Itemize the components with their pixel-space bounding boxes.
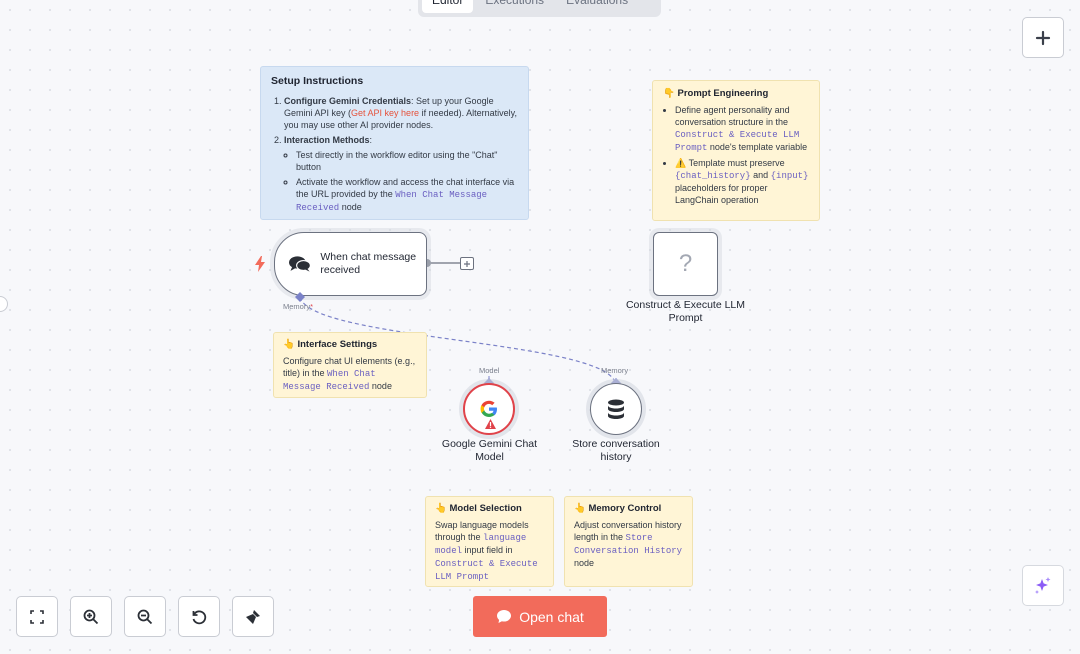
warning-triangle-icon [485, 419, 496, 429]
node-google-gemini-chat-model[interactable] [463, 383, 515, 435]
gemini-node-label: Google Gemini Chat Model [441, 438, 538, 463]
tab-evaluations[interactable]: Evaluations [566, 0, 629, 7]
question-icon: ? [678, 250, 693, 277]
tab-executions[interactable]: Executions [485, 0, 545, 7]
gemini-model-port-label: Model [479, 366, 500, 375]
zoom-in-button[interactable] [70, 596, 112, 637]
memory-port-diamond[interactable] [295, 292, 305, 302]
memory-node-label: Store conversation history [572, 438, 660, 463]
undo-icon [192, 609, 207, 624]
model-note-text: Swap language models through the languag… [435, 520, 538, 582]
open-chat-label: Open chat [519, 608, 584, 625]
prompt-bullet-2: ⚠️ Template must preserve {chat_history}… [675, 157, 809, 206]
plus-icon [1035, 30, 1051, 45]
database-icon [608, 399, 624, 419]
tab-editor[interactable]: Editor [422, 0, 474, 13]
plus-small-icon [464, 260, 470, 267]
interface-note-text: Configure chat UI elements (e.g., title)… [283, 356, 416, 392]
chat-bubble-icon [497, 610, 512, 623]
node-construct-execute-llm-prompt[interactable]: ? [653, 232, 718, 296]
api-key-link[interactable]: Get API key here [351, 108, 420, 118]
fullscreen-icon [30, 609, 44, 624]
setup-step-1: Configure Gemini Credentials: Set up you… [284, 95, 518, 131]
node-when-chat-message-received[interactable]: When chat message received [274, 232, 427, 296]
setup-step-2: Interaction Methods: Test directly in th… [284, 134, 518, 214]
setup-substep-1: Test directly in the workflow editor usi… [296, 149, 518, 173]
llm-node-label: Construct & Execute LLM Prompt [625, 299, 746, 324]
broom-icon [246, 609, 260, 624]
node-store-conversation-history[interactable] [590, 383, 642, 435]
lightning-icon [255, 256, 265, 272]
add-output-button[interactable] [460, 257, 474, 270]
sticky-prompt-engineering[interactable]: 👇 Prompt Engineering Define agent person… [652, 80, 820, 221]
memory-note-text: Adjust conversation history length in th… [574, 520, 683, 568]
fit-view-button[interactable] [16, 596, 58, 637]
chat-bubbles-icon [289, 256, 311, 272]
pointing-hand-icon: 👆 [283, 339, 295, 350]
prompt-title: Prompt Engineering [677, 88, 769, 99]
memory-port-label: Memory [601, 366, 629, 375]
ai-assistant-button[interactable] [1022, 565, 1064, 606]
open-chat-button[interactable]: Open chat [473, 596, 607, 637]
zoom-out-icon [137, 609, 153, 624]
setup-title: Setup Instructions [271, 75, 364, 87]
setup-substep-2: Activate the workflow and access the cha… [296, 176, 518, 214]
canvas-edge-handle[interactable] [0, 296, 8, 312]
pointing-hand-icon: 👆 [435, 503, 447, 514]
prompt-bullet-1: Define agent personality and conversatio… [675, 104, 809, 154]
reset-zoom-button[interactable] [178, 596, 220, 637]
trigger-memory-port-label: Memory* [283, 302, 314, 311]
warning-icon: ⚠️ [675, 158, 687, 168]
trigger-node-label: When chat message received [320, 251, 417, 276]
google-logo-icon [480, 400, 497, 417]
pointing-hand-icon: 👇 [663, 88, 675, 99]
pointing-hand-icon: 👆 [574, 503, 586, 514]
sparkle-icon [1035, 576, 1051, 594]
zoom-in-icon [83, 609, 99, 624]
sticky-memory-control[interactable]: 👆 Memory Control Adjust conversation his… [564, 496, 693, 587]
sticky-model-selection[interactable]: 👆 Model Selection Swap language models t… [425, 496, 554, 587]
sticky-interface-settings[interactable]: 👆 Interface Settings Configure chat UI e… [273, 332, 427, 398]
view-tabs: Editor Executions Evaluations [418, 0, 661, 17]
sticky-setup-instructions[interactable]: Setup Instructions Configure Gemini Cred… [260, 66, 529, 220]
zoom-out-button[interactable] [124, 596, 166, 637]
tidy-up-button[interactable] [232, 596, 274, 637]
add-node-button[interactable] [1022, 17, 1064, 58]
